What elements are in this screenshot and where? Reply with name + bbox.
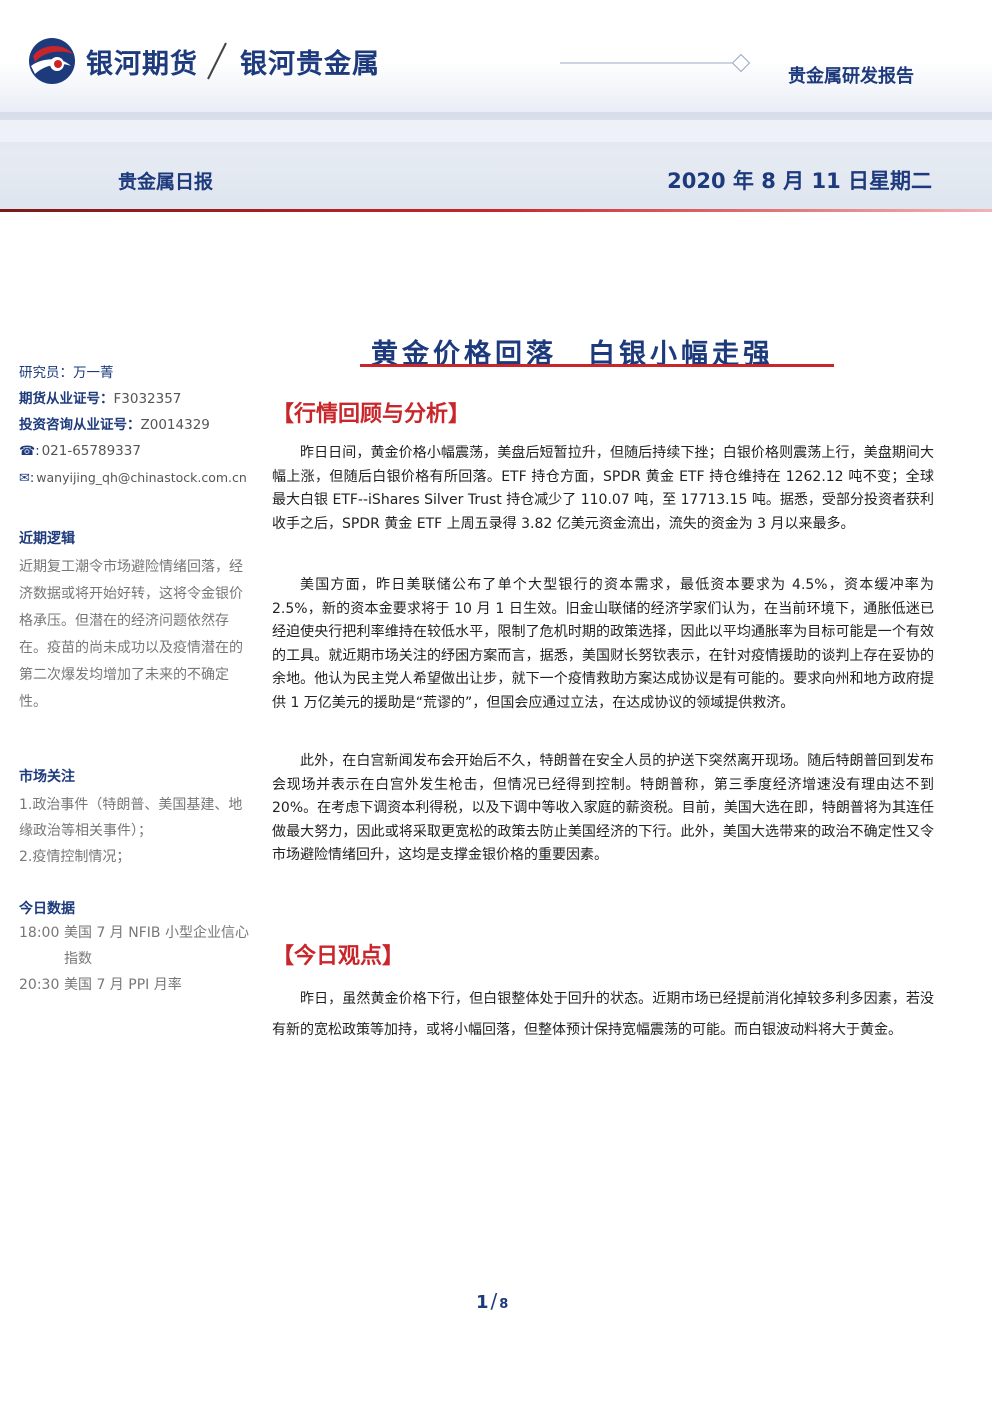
page-separator: / <box>490 1289 498 1313</box>
recent-logic-text: 近期复工潮令市场避险情绪回落，经济数据或将开始好转，这将令金银价格承压。但潜在的… <box>19 559 243 710</box>
report-type: 贵金属研发报告 <box>788 66 914 87</box>
paragraph: 此外，在白宫新闻发布会开始后不久，特朗普在安全人员的护送下突然离开现场。随后特朗… <box>272 753 934 863</box>
galaxy-logo-icon <box>29 38 75 84</box>
author: 研究员：万一菁 <box>19 365 114 381</box>
paragraph: 美国方面，昨日美联储公布了单个大型银行的资本需求，最低资本要求为 4.5%，资本… <box>272 577 934 711</box>
page-total: 8 <box>499 1297 509 1312</box>
recent-logic-title: 近期逻辑 <box>19 531 75 547</box>
decorative-line <box>560 53 751 73</box>
phone-icon: ☎: <box>19 444 40 459</box>
mail-icon: ✉: <box>19 471 35 486</box>
header-band <box>0 0 992 112</box>
futures-license: 期货从业证号：F3032357 <box>19 386 251 412</box>
brand-primary: 银河期货 <box>86 49 198 80</box>
daily-label: 贵金属日报 <box>118 171 214 193</box>
advisory-license-label: 投资咨询从业证号： <box>19 417 141 433</box>
section-today-view: 【今日观点】 <box>272 944 405 969</box>
data-time: 18:00 <box>19 925 60 941</box>
data-item: 18:00 美国 7 月 NFIB 小型企业信心指数 <box>19 920 251 972</box>
advisory-license: 投资咨询从业证号：Z0014329 <box>19 412 251 438</box>
email: ✉:wanyijing_qh@chinastock.com.cn <box>19 465 251 492</box>
brand-secondary: 银河贵金属 <box>240 49 380 80</box>
paragraph: 昨日日间，黄金价格小幅震荡，美盘后短暂拉升，但随后持续下挫；白银价格则震荡上行，… <box>272 445 934 532</box>
sidebar: 研究员：万一菁 期货从业证号：F3032357 投资咨询从业证号：Z001432… <box>19 360 251 998</box>
data-time: 20:30 <box>19 977 60 993</box>
today-data-title: 今日数据 <box>19 901 75 917</box>
advisory-license-value: Z0014329 <box>140 417 210 433</box>
title-band <box>0 112 992 210</box>
title-underline <box>360 364 834 367</box>
page-number: 1/8 <box>476 1289 508 1313</box>
brand-divider <box>207 42 227 80</box>
market-focus-item: 1.政治事件（特朗普、美国基建、地缘政治等相关事件）； <box>19 797 243 839</box>
page-current: 1 <box>476 1292 489 1313</box>
futures-license-value: F3032357 <box>113 391 182 407</box>
market-focus-item: 2.疫情控制情况； <box>19 849 131 865</box>
futures-license-label: 期货从业证号： <box>19 391 114 407</box>
phone-value: 021-65789337 <box>41 443 141 459</box>
email-value: wanyijing_qh@chinastock.com.cn <box>36 470 247 485</box>
data-text: 美国 7 月 PPI 月率 <box>64 977 182 993</box>
viewpoint-paragraph: 昨日，虽然黄金价格下行，但白银整体处于回升的状态。近期市场已经提前消化掉较多利多… <box>272 991 934 1038</box>
report-date: 2020 年 8 月 11 日星期二 <box>667 169 932 193</box>
data-text: 美国 7 月 NFIB 小型企业信心指数 <box>64 925 249 967</box>
phone: ☎:021-65789337 <box>19 438 251 465</box>
market-focus-title: 市场关注 <box>19 769 75 785</box>
section-market-review: 【行情回顾与分析】 <box>272 402 471 427</box>
data-item: 20:30 美国 7 月 PPI 月率 <box>19 972 251 998</box>
header-rule <box>0 209 992 212</box>
